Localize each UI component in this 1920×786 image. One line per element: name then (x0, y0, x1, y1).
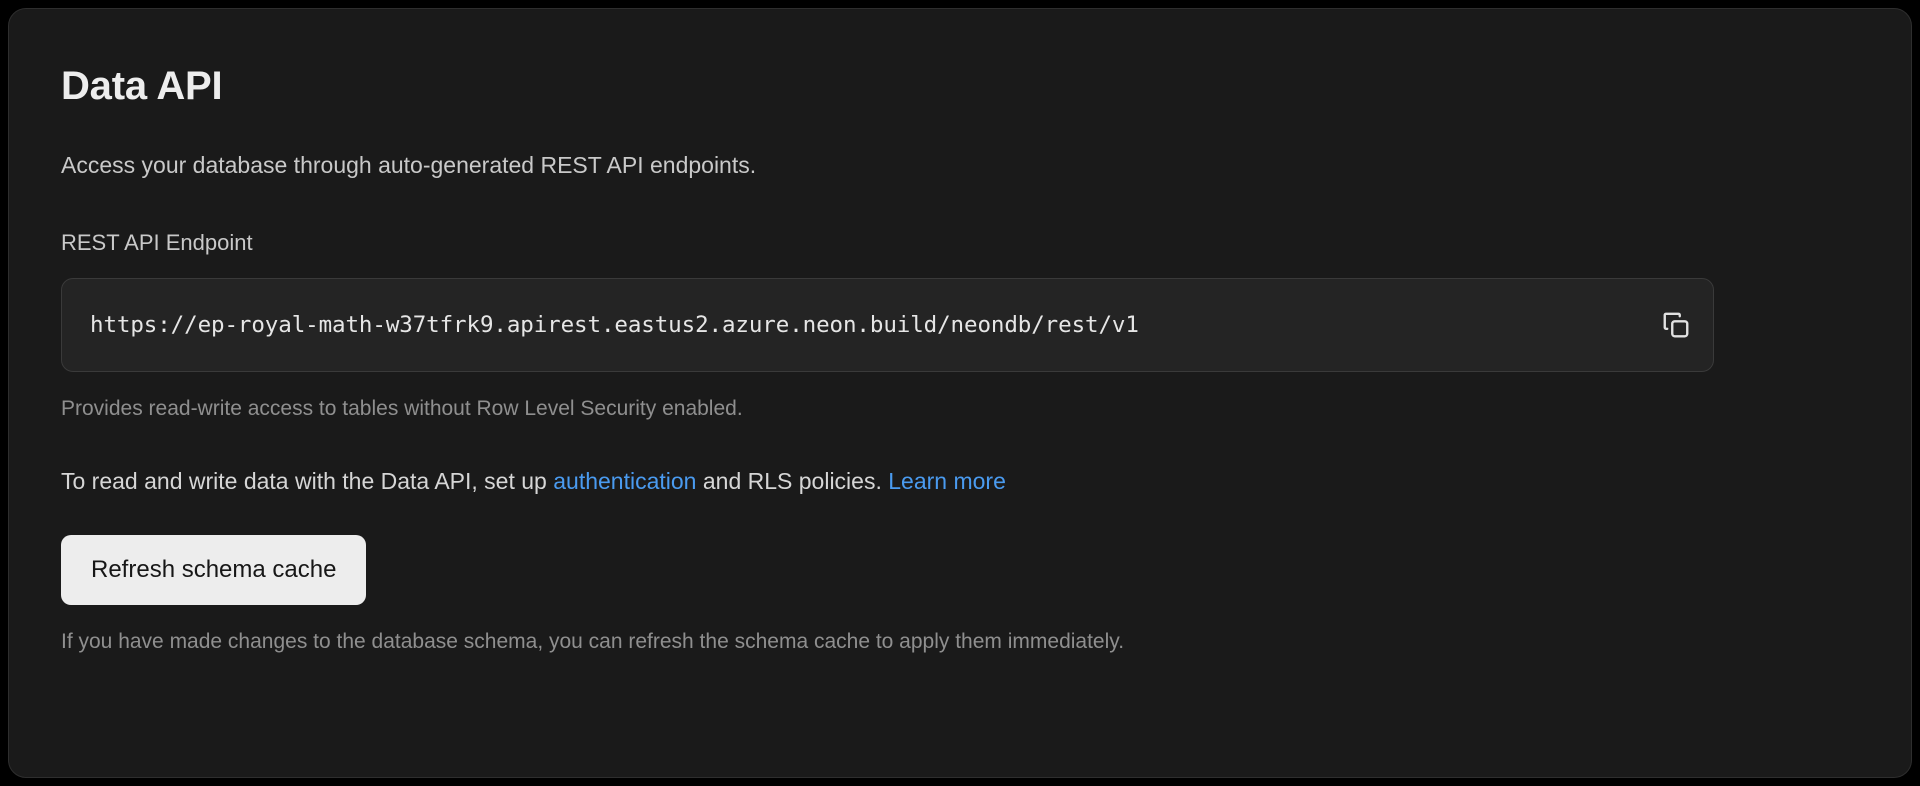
page-description: Access your database through auto-genera… (61, 152, 757, 178)
endpoint-hint: Provides read-write access to tables wit… (61, 396, 743, 420)
info-text-part1: To read and write data with the Data API… (61, 468, 554, 495)
copy-endpoint-button[interactable] (1639, 279, 1713, 371)
rest-api-endpoint-value[interactable]: https://ep-royal-math-w37tfrk9.apirest.e… (90, 311, 1139, 338)
refresh-schema-footnote: If you have made changes to the database… (61, 630, 1125, 654)
data-api-info-line: To read and write data with the Data API… (61, 465, 1871, 497)
rest-api-endpoint-field[interactable]: https://ep-royal-math-w37tfrk9.apirest.e… (61, 277, 1714, 372)
card-content: Data API Access your database through au… (61, 49, 1871, 657)
copy-icon (1661, 310, 1691, 340)
rest-api-endpoint-label: REST API Endpoint (61, 230, 253, 256)
learn-more-link[interactable]: Learn more (888, 468, 1006, 495)
authentication-link[interactable]: authentication (553, 468, 697, 495)
data-api-card: Data API Access your database through au… (8, 8, 1912, 778)
refresh-schema-cache-button[interactable]: Refresh schema cache (61, 535, 367, 606)
info-text-part2: and RLS policies. (696, 468, 889, 495)
page-title: Data API (61, 64, 223, 108)
